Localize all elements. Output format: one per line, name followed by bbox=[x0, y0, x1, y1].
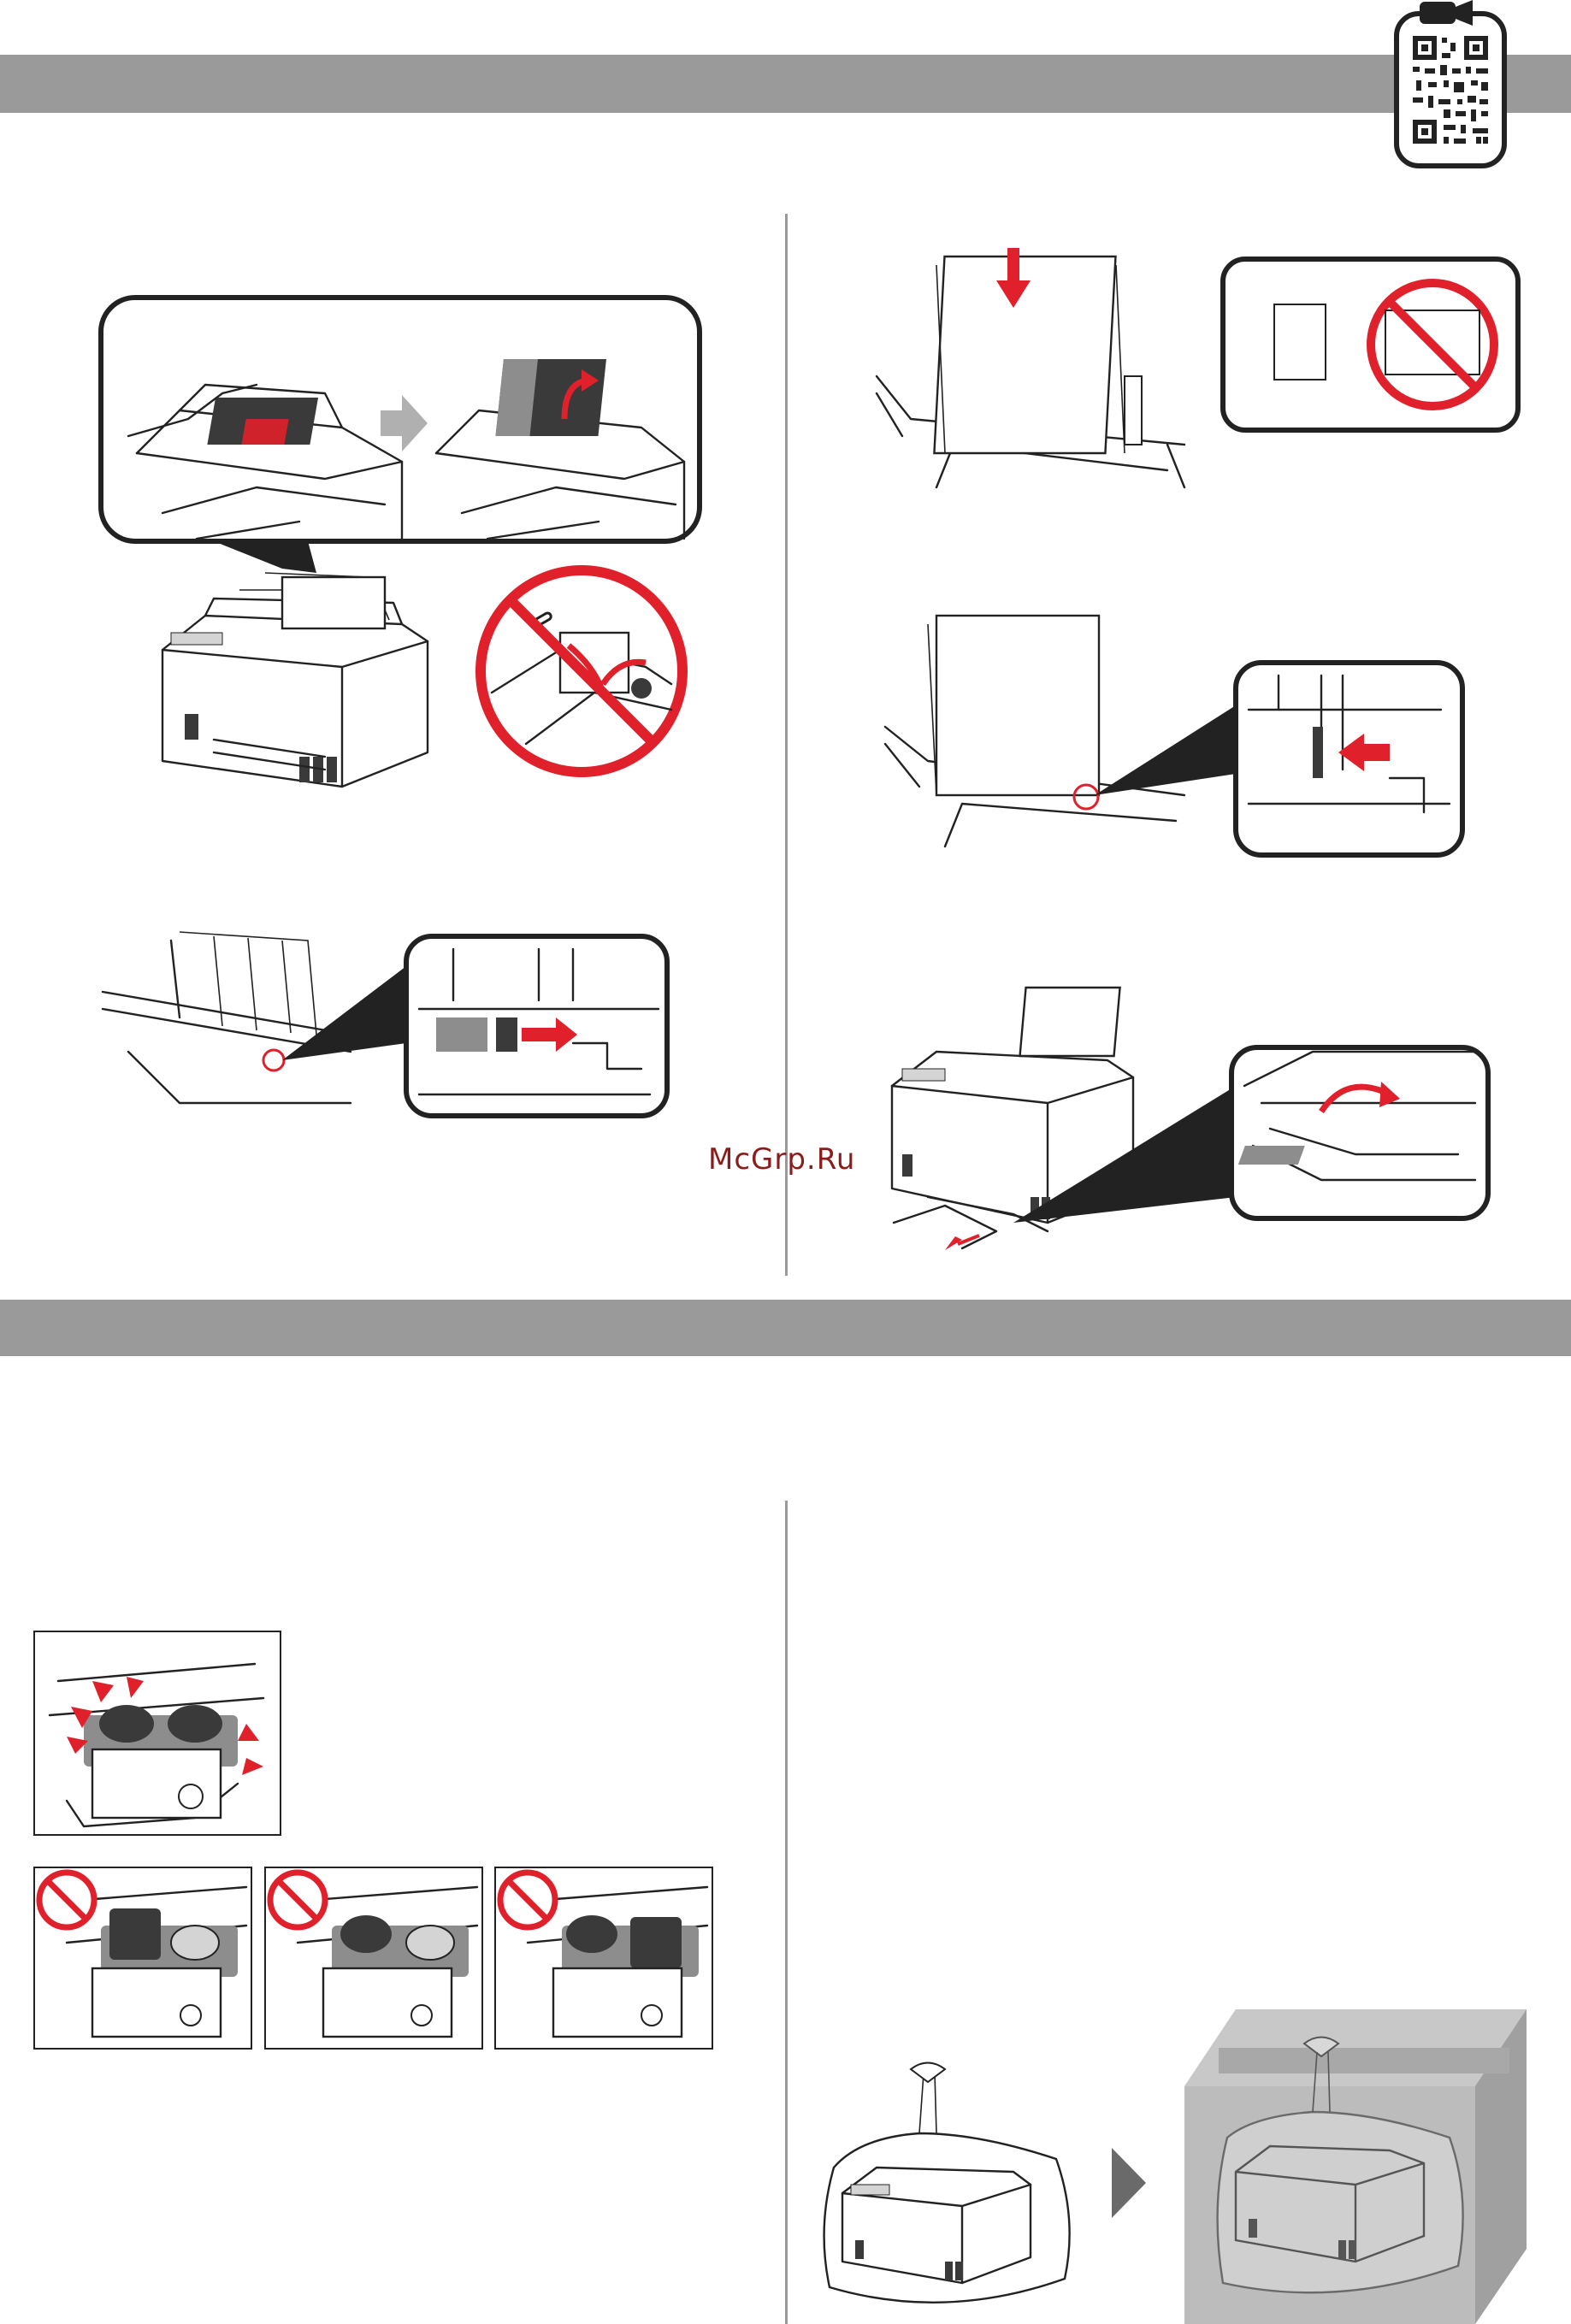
rear-tray-cover-callout bbox=[98, 295, 702, 573]
print-head-lock-correct-illustration bbox=[33, 1631, 281, 1836]
section-band-top bbox=[0, 55, 1571, 113]
print-head-lock-incorrect-2 bbox=[264, 1867, 483, 2050]
arrow-right-icon bbox=[1112, 2148, 1146, 2218]
load-paper-portrait-illustration bbox=[875, 248, 1186, 489]
column-divider-top bbox=[785, 214, 788, 1276]
printer-in-bag-illustration bbox=[823, 2062, 1071, 2303]
paper-orientation-callout bbox=[1220, 257, 1521, 433]
prohibited-icon bbox=[475, 565, 688, 777]
paper-guide-adjust-illustration bbox=[883, 614, 1465, 858]
paper-guide-slide-illustration bbox=[101, 931, 670, 1118]
printer-illustration-support-raised bbox=[161, 572, 429, 788]
print-head-lock-incorrect-1 bbox=[33, 1867, 252, 2050]
print-head-lock-incorrect-3 bbox=[494, 1867, 713, 2050]
watermark: McGrp.Ru bbox=[708, 1142, 856, 1177]
output-tray-extend-illustration bbox=[890, 986, 1491, 1250]
column-divider-bottom bbox=[785, 1501, 788, 2324]
section-band-bottom bbox=[0, 1300, 1571, 1356]
printer-in-box-illustration bbox=[1184, 2009, 1527, 2324]
qr-code-video-icon[interactable] bbox=[1394, 0, 1507, 171]
